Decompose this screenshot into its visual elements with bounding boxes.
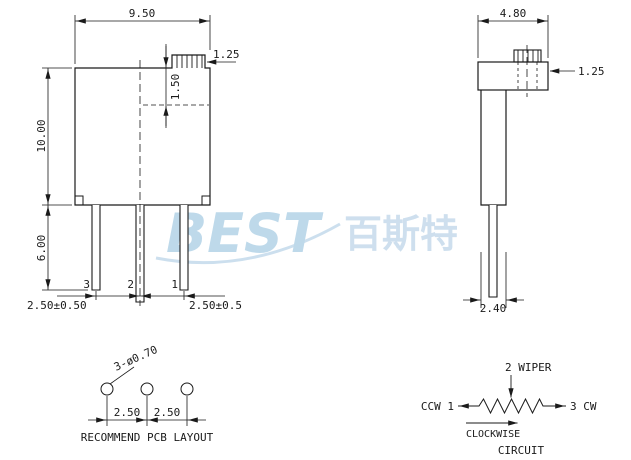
front-pin-1 [179, 205, 189, 291]
pcb-dim-lines [88, 396, 206, 426]
side-screw-knurl [517, 50, 539, 62]
ccw-terminal-label: CCW 1 [421, 400, 454, 413]
dim-front-width: 9.50 [129, 7, 156, 20]
front-pin-3 [91, 205, 101, 291]
pcb-leader-line [109, 366, 135, 385]
dim-front-width-lines [74, 15, 211, 64]
watermark: BEST 百斯特 [155, 202, 458, 265]
side-cap-outline [477, 61, 549, 91]
side-screw-hidden-lines [517, 62, 538, 90]
dim-front-height: 10.00 [35, 119, 48, 152]
pcb-layout: 3-ø0.70 2.50 2.50 RECOMMEND PCB LAYOUT [81, 343, 214, 444]
dim-front-pitch-lines [57, 291, 225, 300]
side-body-outline [480, 90, 507, 206]
pin-label-2: 2 [127, 278, 134, 291]
pcb-hole [100, 382, 114, 396]
dim-front-slot-depth: 1.50 [169, 74, 182, 101]
dim-front-pin-length-lines [42, 205, 88, 291]
side-pin [488, 205, 498, 298]
front-body-outline [74, 54, 211, 206]
pcb-holes-note: 3-ø0.70 [112, 343, 160, 374]
clockwise-label: CLOCKWISE [466, 429, 520, 440]
dim-side-width-lines [477, 15, 549, 58]
front-body-feet [75, 195, 210, 205]
pcb-hole [140, 382, 154, 396]
dim-side-pin: 2.40 [480, 302, 507, 315]
dim-front-pitch-right: 2.50±0.5 [189, 299, 242, 312]
dim-front-pitch-left: 2.50±0.50 [27, 299, 87, 312]
watermark-swoosh [155, 222, 341, 265]
cw-terminal-label: 3 CW [570, 400, 597, 413]
dim-side-pin-lines [463, 252, 524, 308]
watermark-cjk-text: 百斯特 [344, 212, 458, 256]
pcb-caption: RECOMMEND PCB LAYOUT [81, 431, 214, 444]
front-screw-knurl [176, 55, 203, 68]
front-view: 9.50 1.25 1.50 10.00 6.00 3 2 1 2.50±0.5… [27, 7, 242, 312]
side-screw-outline [513, 49, 542, 63]
dim-front-pin-length: 6.00 [35, 235, 48, 262]
pcb-hole [180, 382, 194, 396]
pin-label-1: 1 [171, 278, 178, 291]
resistor-symbol [458, 397, 566, 415]
dim-front-height-lines [42, 67, 72, 206]
circuit-caption: CIRCUIT [498, 444, 545, 457]
circuit-schematic: 2 WIPER CCW 1 3 CW CLOCKWISE CIRCUIT [421, 361, 597, 457]
pcb-pitch-left: 2.50 [114, 406, 141, 419]
watermark-brand-text: BEST [166, 202, 324, 265]
side-view: 4.80 1.25 2.40 [463, 7, 605, 315]
wiper-label: 2 WIPER [505, 361, 552, 374]
dim-front-screw: 1.25 [213, 48, 240, 61]
dim-side-width: 4.80 [500, 7, 527, 20]
pcb-pitch-right: 2.50 [154, 406, 181, 419]
dim-side-screw: 1.25 [578, 65, 605, 78]
pin-label-3: 3 [83, 278, 90, 291]
